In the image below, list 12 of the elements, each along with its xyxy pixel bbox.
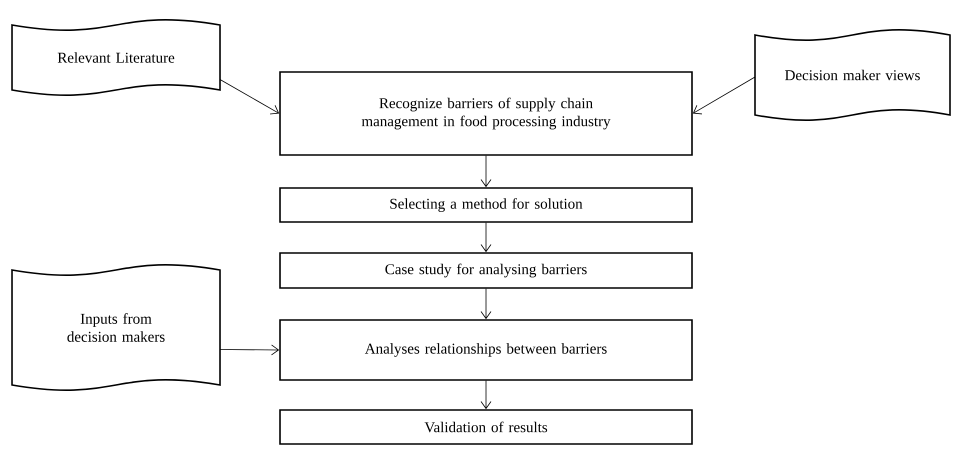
process-box: Validation of results <box>279 409 693 445</box>
process-box: Analyses relationships between barriers <box>279 319 693 381</box>
arrow <box>480 288 492 320</box>
arrow <box>220 344 280 356</box>
arrow <box>692 76 756 114</box>
process-box: Recognize barriers of supply chain management in food processing industry <box>279 71 693 156</box>
process-box: Selecting a method for solution <box>279 187 693 223</box>
arrow <box>480 380 492 410</box>
arrow <box>480 155 492 188</box>
arrow <box>220 79 280 114</box>
arrow <box>480 222 492 252</box>
process-box: Case study for analysing barriers <box>279 252 693 289</box>
